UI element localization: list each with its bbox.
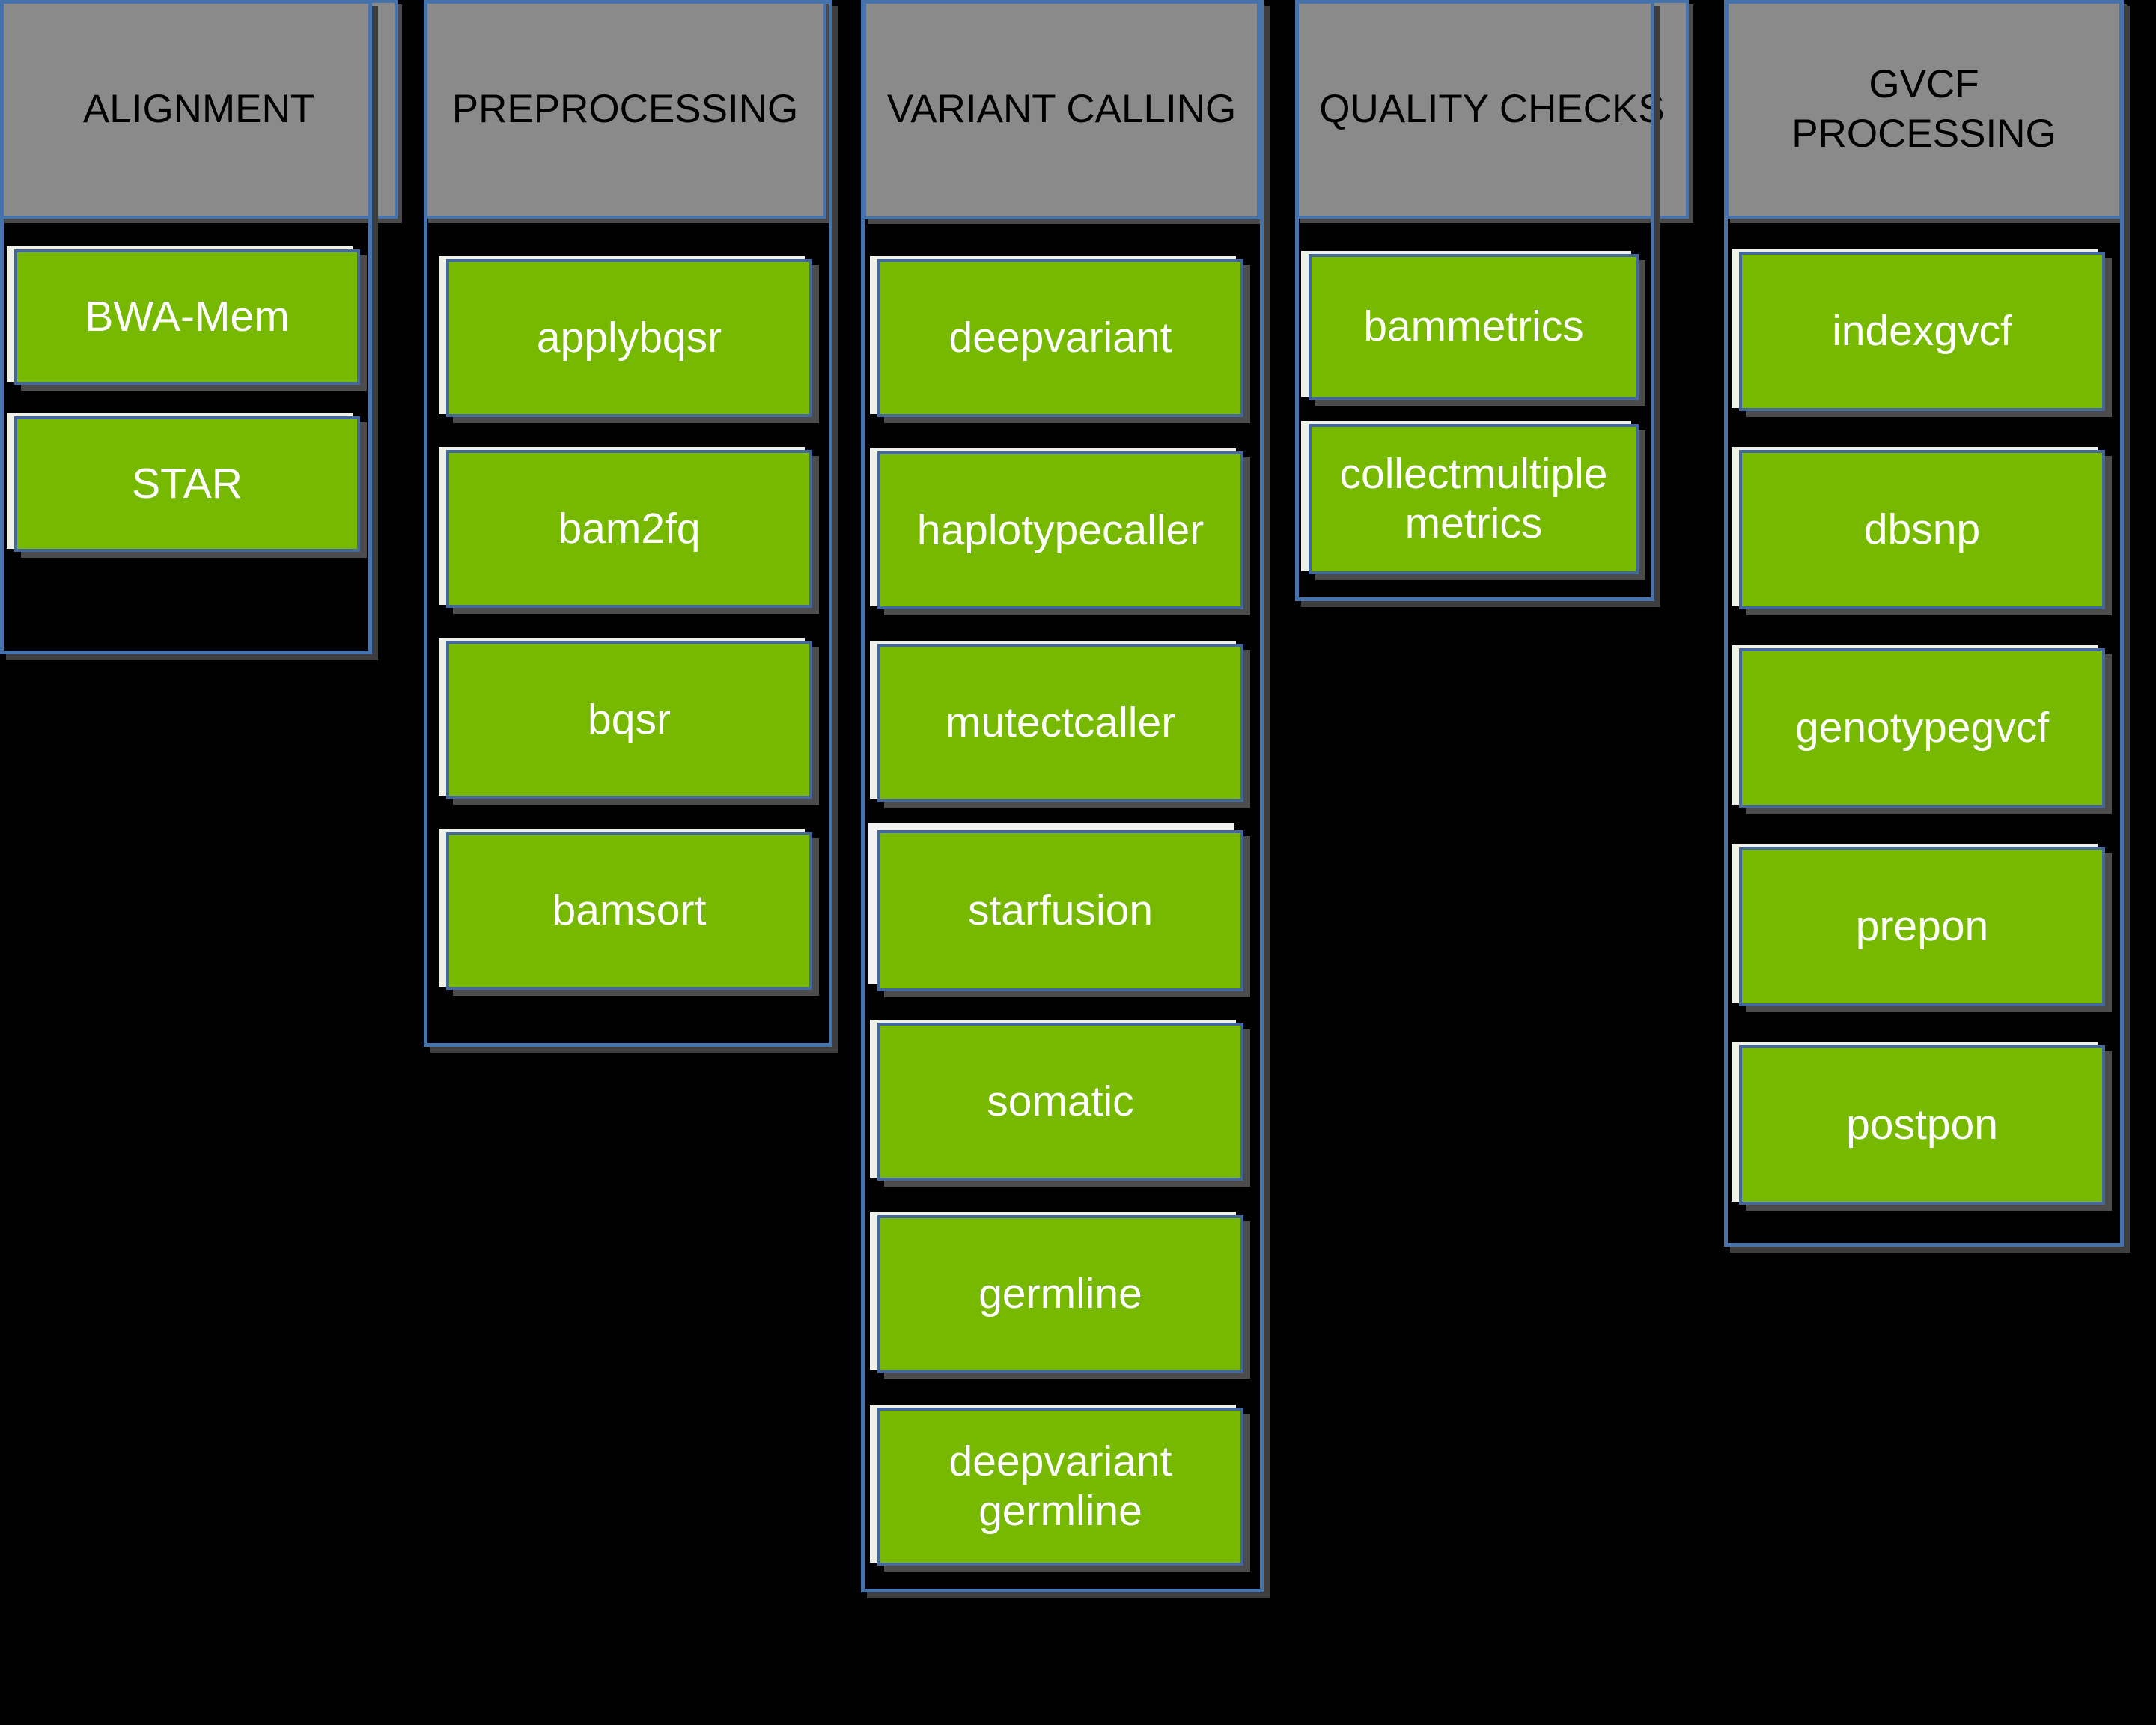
node-label: somatic xyxy=(987,1077,1134,1125)
node-label: germline xyxy=(978,1269,1142,1318)
column-title: GVCF PROCESSING xyxy=(1791,61,2056,156)
node-somatic[interactable]: somatic xyxy=(877,1023,1243,1181)
node-label: bqsr xyxy=(588,695,671,743)
node-bamsort[interactable]: bamsort xyxy=(446,832,812,990)
column-header-quality-checks: QUALITY CHECKS xyxy=(1295,0,1689,219)
node-germline[interactable]: germline xyxy=(877,1215,1243,1373)
node-deepvariant[interactable]: deepvariant xyxy=(877,259,1243,417)
column-header-preprocessing: PREPROCESSING xyxy=(424,0,826,219)
node-label: dbsnp xyxy=(1863,505,1981,553)
column-title: ALIGNMENT xyxy=(82,86,315,131)
node-label: STAR xyxy=(132,459,243,508)
node-genotypegvcf[interactable]: genotypegvcf xyxy=(1739,648,2105,808)
node-dbsnp[interactable]: dbsnp xyxy=(1739,450,2105,609)
node-label: indexgvcf xyxy=(1832,306,2012,355)
node-label: mutectcaller xyxy=(945,698,1176,746)
node-label: deepvariant germline xyxy=(948,1437,1172,1535)
node-label: starfusion xyxy=(967,886,1154,934)
node-indexgvcf[interactable]: indexgvcf xyxy=(1739,252,2105,411)
node-label: bammetrics xyxy=(1363,302,1584,350)
column-title: PREPROCESSING xyxy=(451,86,799,131)
node-label: prepon xyxy=(1855,901,1989,950)
column-header-gvcf-processing: GVCF PROCESSING xyxy=(1726,0,2122,219)
node-star[interactable]: STAR xyxy=(14,416,360,552)
column-title: VARIANT CALLING xyxy=(886,87,1237,132)
node-label: BWA-Mem xyxy=(85,292,290,341)
node-label: bamsort xyxy=(552,886,707,934)
node-postpon[interactable]: postpon xyxy=(1739,1045,2105,1205)
node-mutectcaller[interactable]: mutectcaller xyxy=(877,644,1243,802)
node-label: applybqsr xyxy=(536,313,722,362)
node-label: deepvariant xyxy=(948,313,1172,362)
node-bammetrics[interactable]: bammetrics xyxy=(1309,254,1639,400)
node-label: haplotypecaller xyxy=(916,505,1205,554)
node-starfusion[interactable]: starfusion xyxy=(877,830,1243,991)
node-applybqsr[interactable]: applybqsr xyxy=(446,259,812,417)
column-title: QUALITY CHECKS xyxy=(1319,86,1665,131)
node-haplotypecaller[interactable]: haplotypecaller xyxy=(877,451,1243,609)
column-header-variant-calling: VARIANT CALLING xyxy=(863,0,1260,219)
node-label: bam2fq xyxy=(558,504,701,553)
node-deepvariant-germline[interactable]: deepvariant germline xyxy=(877,1408,1243,1566)
node-label: genotypegvcf xyxy=(1794,703,2050,752)
node-label: collectmultiple metrics xyxy=(1339,449,1608,547)
node-label: postpon xyxy=(1846,1100,1998,1149)
node-collectmultiple-metrics[interactable]: collectmultiple metrics xyxy=(1309,424,1639,574)
node-bwa-mem[interactable]: BWA-Mem xyxy=(14,249,360,385)
node-prepon[interactable]: prepon xyxy=(1739,847,2105,1006)
node-bam2fq[interactable]: bam2fq xyxy=(446,450,812,608)
node-bqsr[interactable]: bqsr xyxy=(446,641,812,799)
column-header-alignment: ALIGNMENT xyxy=(0,0,398,219)
